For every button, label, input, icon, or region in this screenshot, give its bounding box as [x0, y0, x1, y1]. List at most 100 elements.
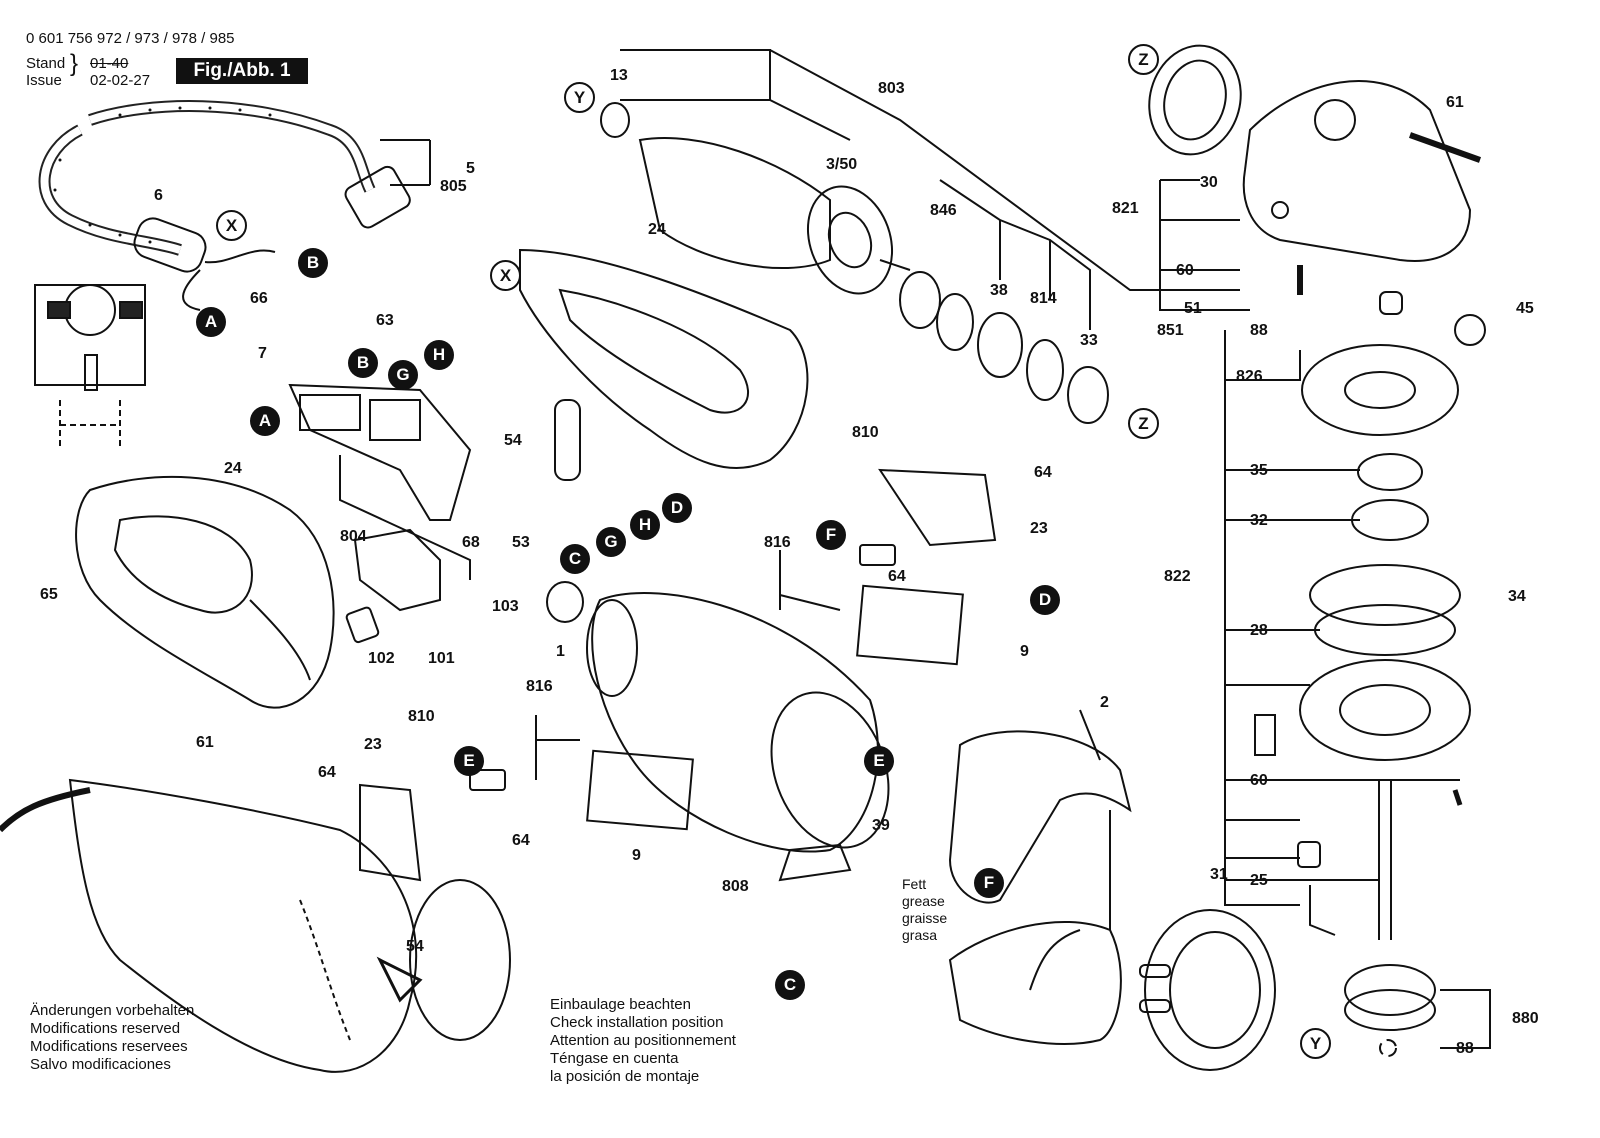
grease-note: Fett grease graisse grasa — [902, 876, 947, 944]
callout-g-lower: G — [596, 527, 626, 557]
armature-drawing — [638, 137, 831, 270]
issue-label: Issue — [26, 72, 62, 89]
part-810-lower: 810 — [408, 708, 435, 725]
part-32: 32 — [1250, 512, 1268, 529]
part-2: 2 — [1100, 694, 1109, 711]
note-en: Modifications reserved — [30, 1020, 181, 1037]
part-103: 103 — [492, 598, 519, 615]
part-9-lower: 9 — [632, 847, 641, 864]
callout-h-lower: H — [630, 510, 660, 540]
part-814: 814 — [1030, 290, 1057, 307]
gear-head-housing-drawing — [1242, 80, 1472, 262]
part-39: 39 — [872, 817, 890, 834]
part-30: 30 — [1200, 174, 1218, 191]
part-34: 34 — [1508, 588, 1526, 605]
end-cover-drawing — [1144, 909, 1276, 1071]
callout-x-housing: X — [490, 260, 521, 291]
part-53: 53 — [512, 534, 530, 551]
stand-label: Stand — [26, 55, 66, 72]
part-54: 54 — [504, 432, 522, 449]
part-6: 6 — [154, 187, 163, 204]
callout-b-switch: B — [348, 348, 378, 378]
part-61-right: 61 — [1446, 94, 1464, 111]
part-35: 35 — [1250, 462, 1268, 479]
grease-fr: graisse — [902, 910, 948, 926]
part-68: 68 — [462, 534, 480, 551]
note-es: Salvo modificaciones — [30, 1056, 171, 1073]
part-3-50: 3/50 — [826, 156, 858, 173]
part-24-left: 24 — [224, 460, 242, 477]
issue-value: 02-02-27 — [90, 72, 151, 89]
brace-glyph: } — [70, 50, 79, 77]
part-number-header: 0 601 756 972 / 973 / 978 / 985 — [26, 30, 235, 47]
cord-sleeve-drawing — [133, 217, 207, 273]
part-24-right: 24 — [648, 221, 666, 238]
part-33: 33 — [1080, 332, 1098, 349]
install-en: Check installation position — [550, 1014, 724, 1031]
part-102: 102 — [368, 650, 395, 667]
install-fr: Attention au positionnement — [550, 1032, 736, 1049]
housing-half-left-drawing — [75, 475, 335, 709]
part-13: 13 — [610, 67, 628, 84]
install-es: Téngase en cuenta — [550, 1050, 679, 1067]
install-de: Einbaulage beachten — [550, 996, 691, 1013]
part-822: 822 — [1164, 568, 1191, 585]
part-51: 51 — [1184, 300, 1202, 317]
callout-f-lower: F — [974, 868, 1004, 898]
grease-de: Fett — [902, 876, 927, 892]
assembled-view-drawing — [68, 778, 418, 1073]
part-805: 805 — [440, 178, 467, 195]
grease-es: grasa — [902, 927, 938, 943]
callout-y: Y — [564, 82, 595, 113]
part-31: 31 — [1210, 866, 1228, 883]
grease-en: grease — [902, 893, 945, 909]
stand-value: 01-40 — [90, 55, 129, 72]
part-803: 803 — [878, 80, 905, 97]
part-64-left: 64 — [318, 764, 336, 781]
callout-a-switch: A — [250, 406, 280, 436]
part-804: 804 — [340, 528, 367, 545]
part-45: 45 — [1516, 300, 1534, 317]
callout-b: B — [298, 248, 328, 278]
installation-note: Einbaulage beachten Check installation p… — [550, 996, 736, 1086]
part-38: 38 — [990, 282, 1008, 299]
callout-d-right: D — [1030, 585, 1060, 615]
part-88-upper: 88 — [1250, 322, 1268, 339]
part-60-lower: 60 — [1250, 772, 1268, 789]
callout-f: F — [816, 520, 846, 550]
part-826: 826 — [1236, 368, 1263, 385]
part-810: 810 — [852, 424, 879, 441]
modifications-note: Änderungen vorbehalten Modifications res… — [30, 1002, 194, 1074]
callout-e-right: E — [864, 746, 894, 776]
install-es2: la posición de montaje — [550, 1068, 700, 1085]
part-54-lower: 54 — [406, 938, 424, 955]
part-1: 1 — [556, 643, 565, 660]
part-25: 25 — [1250, 872, 1268, 889]
part-5: 5 — [466, 160, 475, 177]
part-846: 846 — [930, 202, 957, 219]
switch-drawing — [288, 383, 472, 521]
part-66: 66 — [250, 290, 268, 307]
part-851: 851 — [1157, 322, 1184, 339]
part-61-left: 61 — [196, 734, 214, 751]
part-65: 65 — [40, 586, 58, 603]
callout-d: D — [662, 493, 692, 523]
callout-z: Z — [1128, 44, 1159, 75]
callout-x: X — [216, 210, 247, 241]
callout-a: A — [196, 307, 226, 337]
callout-z-lower: Z — [1128, 408, 1159, 439]
part-816-lower: 816 — [526, 678, 553, 695]
part-64-lower: 64 — [512, 832, 530, 849]
housing-half-right-drawing — [519, 248, 809, 469]
part-64-right: 64 — [1034, 464, 1052, 481]
part-880: 880 — [1512, 1010, 1539, 1027]
note-de: Änderungen vorbehalten — [30, 1002, 195, 1019]
plug-drawing — [344, 165, 411, 229]
part-808: 808 — [722, 878, 749, 895]
part-23-left: 23 — [364, 736, 382, 753]
callout-h: H — [424, 340, 454, 370]
part-101: 101 — [428, 650, 455, 667]
part-63: 63 — [376, 312, 394, 329]
note-fr: Modifications reservees — [30, 1038, 188, 1055]
